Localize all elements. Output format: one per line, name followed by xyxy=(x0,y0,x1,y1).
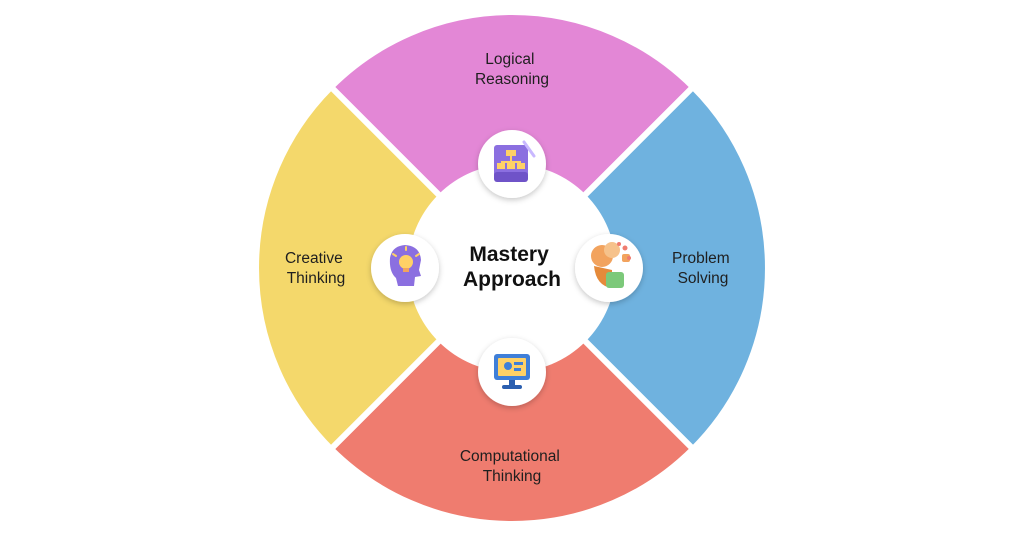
segment-label-creative-thinking: Creative Thinking xyxy=(285,250,347,287)
icon-badge-computational-thinking xyxy=(478,338,546,406)
segment-label-computational-thinking: Computational Thinking xyxy=(460,448,564,485)
icon-badge-problem-solving xyxy=(575,234,643,302)
puzzle-head-icon xyxy=(591,242,631,288)
icon-badge-creative-thinking xyxy=(371,234,439,302)
segment-label-problem-solving: Problem Solving xyxy=(672,250,734,287)
center-circle xyxy=(408,164,616,372)
flowchart-icon xyxy=(494,140,536,182)
segment-label-logical-reasoning: Logical Reasoning xyxy=(475,51,549,88)
center-title: Mastery Approach xyxy=(463,243,561,291)
icon-badge-logical-reasoning xyxy=(478,130,546,198)
computer-monitor-icon xyxy=(494,354,530,389)
lightbulb-head-icon xyxy=(389,245,421,286)
